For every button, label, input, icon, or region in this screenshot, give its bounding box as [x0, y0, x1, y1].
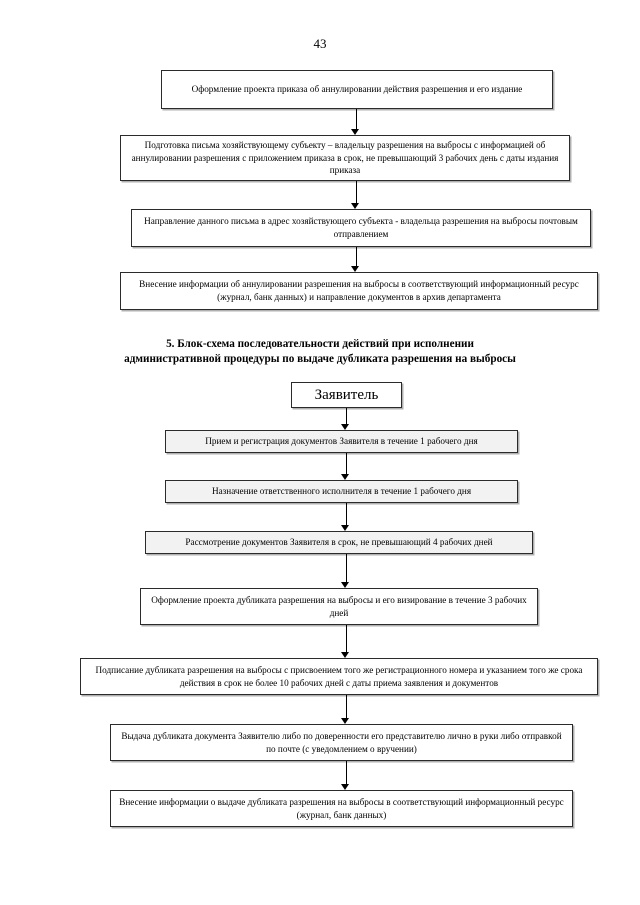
flow-node-text: Внесение информации об аннулировании раз…	[139, 279, 579, 302]
flow-node-assign-responsible-officer: Назначение ответственного исполнителя в …	[165, 480, 518, 503]
flow-node-text: Рассмотрение документов Заявителя в срок…	[185, 537, 493, 548]
flow-node-text: Оформление проекта дубликата разрешения …	[151, 594, 527, 618]
flow-node-record-annulment-info: Внесение информации об аннулировании раз…	[120, 272, 598, 310]
connector-arrow-7	[341, 554, 352, 588]
flow-node-applicant: Заявитель	[291, 382, 402, 408]
flow-node-draft-order-annulment: Оформление проекта приказа об аннулирова…	[161, 70, 553, 109]
flow-node-send-letter-by-post: Направление данного письма в адрес хозяй…	[131, 209, 591, 247]
connector-arrow-2	[351, 181, 362, 209]
flow-node-text: Назначение ответственного исполнителя в …	[211, 486, 472, 497]
flow-node-text: Подписание дубликата разрешения на выбро…	[95, 664, 583, 688]
flow-node-text: Оформление проекта приказа об аннулирова…	[191, 84, 523, 95]
connector-arrow-6	[341, 503, 352, 531]
connector-arrow-8	[341, 625, 352, 658]
flow-node-text: Направление данного письма в адрес хозяй…	[144, 216, 578, 239]
flow-node-text: Прием и регистрация документов Заявителя…	[205, 436, 478, 447]
flow-node-review-documents: Рассмотрение документов Заявителя в срок…	[145, 531, 533, 554]
flow-node-draft-duplicate-permit: Оформление проекта дубликата разрешения …	[140, 588, 538, 625]
flow-node-text: Выдача дубликата документа Заявителю либ…	[121, 730, 562, 754]
connector-arrow-5	[341, 453, 352, 480]
connector-arrow-3	[351, 247, 362, 272]
flow-node-text: Внесение информации о выдаче дубликата р…	[119, 796, 564, 820]
connector-arrow-10	[341, 761, 352, 790]
section-heading-line-2: административной процедуры по выдаче дуб…	[124, 353, 516, 365]
flow-node-prepare-letter-to-holder: Подготовка письма хозяйствующему субъект…	[120, 135, 570, 181]
connector-arrow-4	[341, 408, 352, 430]
connector-arrow-1	[351, 109, 362, 135]
flow-node-receive-register-documents: Прием и регистрация документов Заявителя…	[165, 430, 518, 453]
flow-node-text: Подготовка письма хозяйствующему субъект…	[131, 140, 559, 176]
section-heading-line-1: 5. Блок-схема последовательности действи…	[166, 338, 474, 350]
page-number: 43	[313, 36, 327, 51]
flow-node-sign-duplicate-permit: Подписание дубликата разрешения на выбро…	[80, 658, 598, 695]
section-heading: 5. Блок-схема последовательности действи…	[0, 337, 640, 367]
flow-node-text: Заявитель	[314, 387, 379, 403]
flow-node-issue-duplicate-document: Выдача дубликата документа Заявителю либ…	[110, 724, 573, 761]
connector-arrow-9	[341, 695, 352, 724]
flow-node-record-issuance-info: Внесение информации о выдаче дубликата р…	[110, 790, 573, 827]
